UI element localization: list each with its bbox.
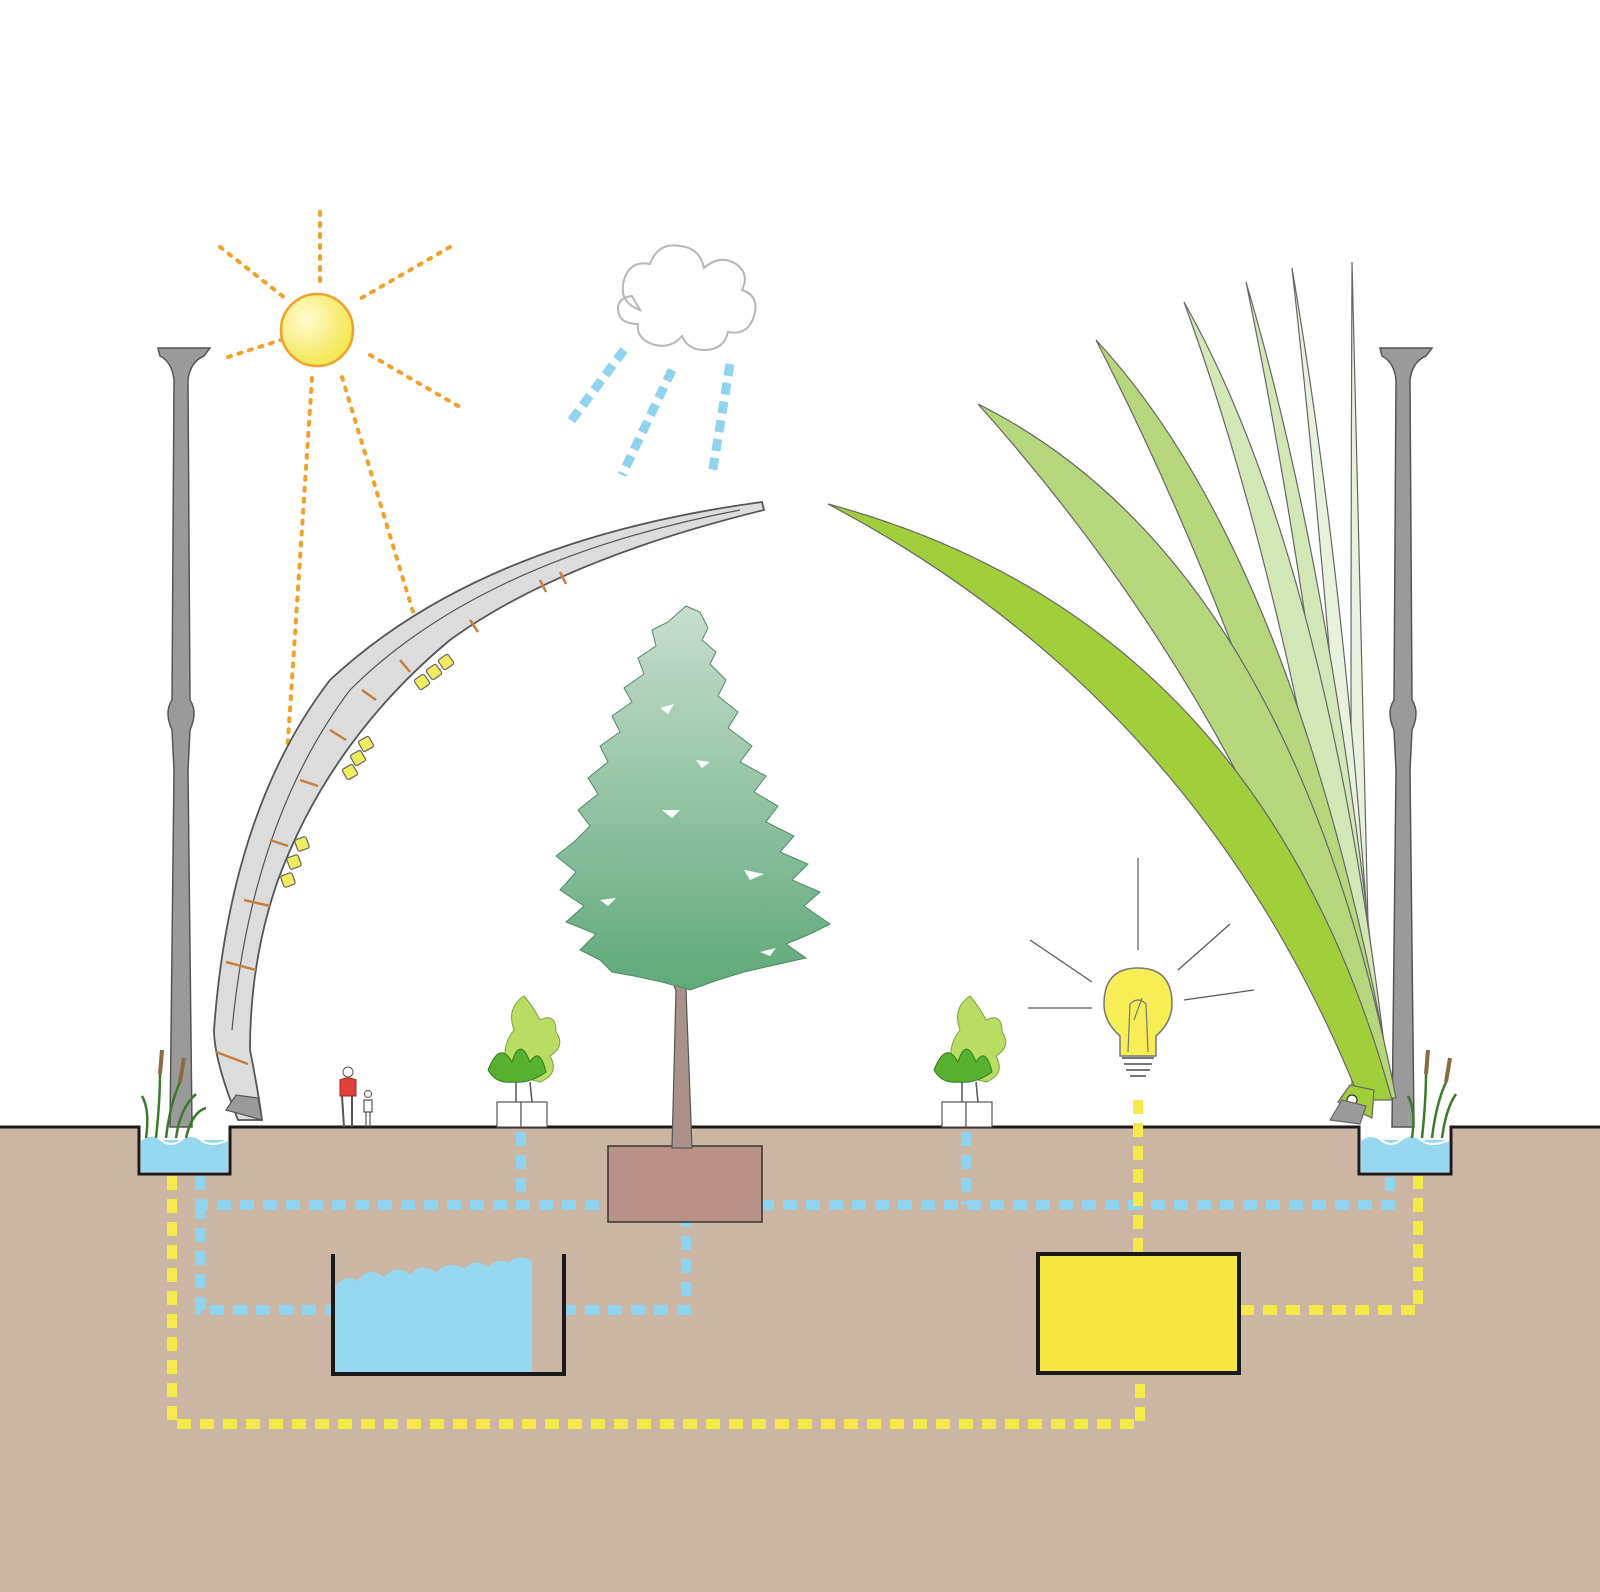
water-pipes	[195, 1132, 1395, 1315]
ground-line	[0, 1125, 1600, 1176]
soil-ground	[0, 1127, 1600, 1592]
right-column	[1379, 347, 1434, 1128]
leaf-canopy	[827, 261, 1397, 1125]
sun-icon	[279, 292, 355, 368]
left-column	[157, 347, 212, 1128]
planter-right	[933, 995, 1007, 1128]
arch-ribs	[215, 571, 568, 1066]
rain-drops	[564, 347, 735, 477]
tree-canopy	[555, 605, 831, 991]
cloud-icon	[616, 244, 757, 352]
battery-storage	[1036, 1252, 1241, 1375]
left-reeds	[140, 1049, 207, 1139]
right-reeds	[1406, 1049, 1458, 1139]
water-storage-tank	[331, 1254, 566, 1376]
power-lines	[167, 1100, 1423, 1429]
right-wetland-pond	[1359, 1127, 1451, 1174]
root-ball	[607, 1145, 763, 1223]
solar-cells	[280, 653, 455, 888]
light-bulb-icon	[1028, 858, 1255, 1077]
planter-left	[487, 995, 561, 1128]
tree-trunk	[671, 969, 693, 1149]
person-icon	[339, 1066, 373, 1128]
sun-rays	[218, 210, 467, 787]
central-tree	[555, 605, 831, 1149]
solar-arch	[213, 501, 766, 1121]
